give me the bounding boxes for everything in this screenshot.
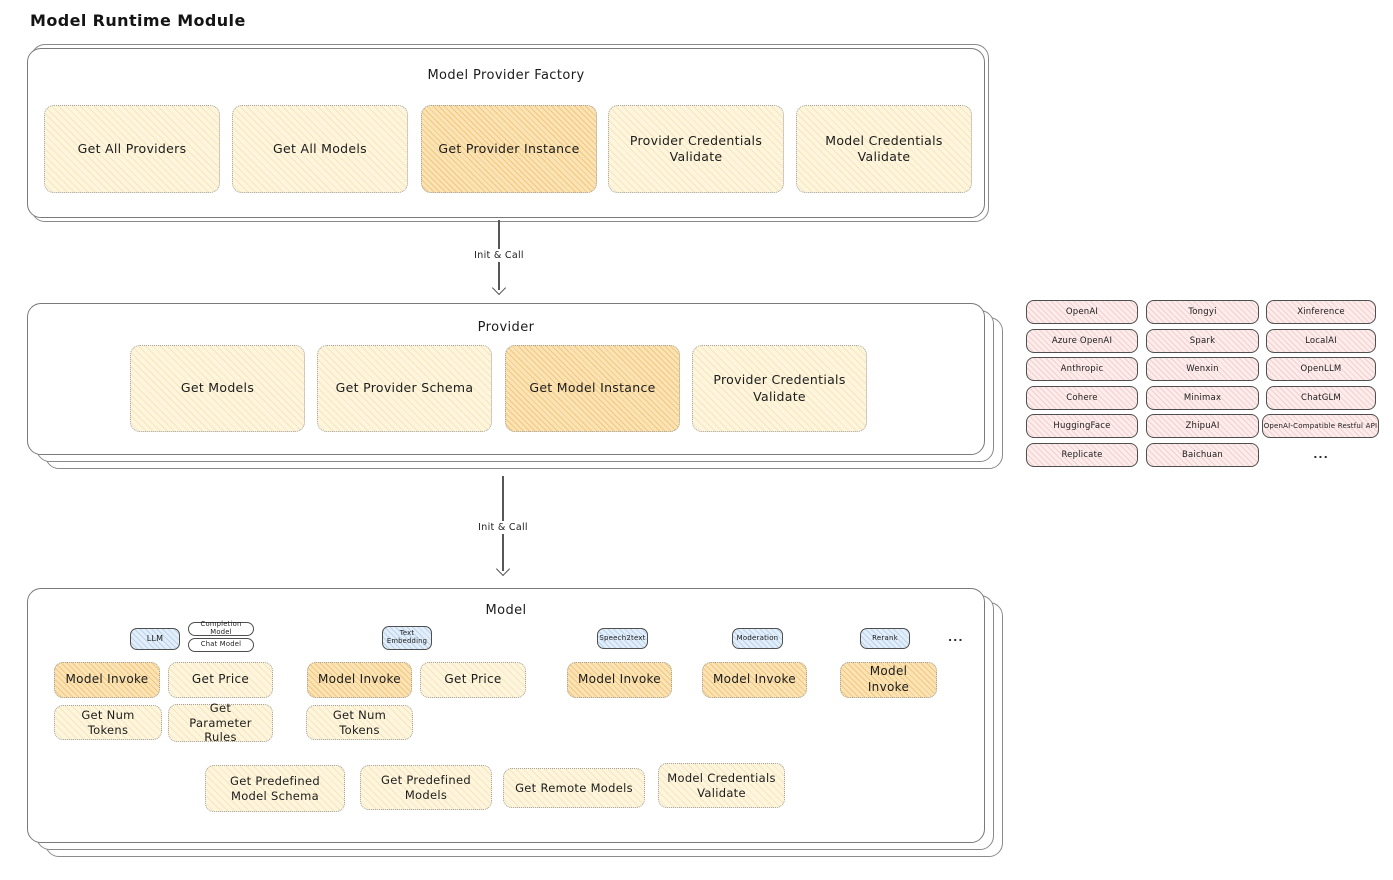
model-method-get-predefined-model-schema: Get Predefined Model Schema	[205, 765, 345, 812]
model-method-invoke-llm: Model Invoke	[54, 662, 160, 698]
model-method-invoke-speech2text: Model Invoke	[567, 662, 672, 698]
factory-method-get-all-models: Get All Models	[232, 105, 408, 193]
factory-method-provider-credentials-validate: Provider Credentials Validate	[608, 105, 784, 193]
arrow-head-provider-to-model-icon	[495, 561, 511, 577]
provider-chip-openai-compatible-restful-api: OpenAI-Compatible Restful API	[1262, 414, 1379, 438]
tag-text-embedding: Text Embedding	[382, 626, 432, 650]
provider-chip-tongyi: Tongyi	[1146, 300, 1259, 324]
model-method-get-num-tokens-text-embedding: Get Num Tokens	[306, 705, 413, 740]
model-method-get-price-llm: Get Price	[168, 662, 273, 698]
provider-chip-openllm: OpenLLM	[1266, 357, 1376, 381]
tag-llm: LLM	[130, 628, 180, 650]
factory-method-get-provider-instance: Get Provider Instance	[421, 105, 597, 193]
factory-method-get-all-providers: Get All Providers	[44, 105, 220, 193]
provider-chip-localai: LocalAI	[1266, 329, 1376, 353]
model-method-model-credentials-validate: Model Credentials Validate	[658, 763, 785, 808]
provider-chip-huggingface: HuggingFace	[1026, 414, 1138, 438]
provider-chip-baichuan: Baichuan	[1146, 443, 1259, 467]
provider-list-ellipsis: ...	[1313, 448, 1329, 461]
provider-method-get-models: Get Models	[130, 345, 305, 432]
model-method-get-parameter-rules: Get Parameter Rules	[168, 701, 273, 744]
provider-chip-chatglm: ChatGLM	[1266, 386, 1376, 410]
provider-chip-wenxin: Wenxin	[1146, 357, 1259, 381]
model-method-invoke-rerank: Model Invoke	[840, 662, 937, 698]
provider-chip-openai: OpenAI	[1026, 300, 1138, 324]
model-method-get-predefined-models: Get Predefined Models	[360, 765, 492, 810]
provider-method-get-provider-schema: Get Provider Schema	[317, 345, 492, 432]
provider-chip-zhipuai: ZhipuAI	[1146, 414, 1259, 438]
tag-chat-model: Chat Model	[188, 638, 254, 652]
provider-chip-anthropic: Anthropic	[1026, 357, 1138, 381]
arrow-head-factory-to-provider-icon	[491, 280, 507, 296]
model-method-get-price-text-embedding: Get Price	[420, 662, 526, 698]
provider-chip-xinference: Xinference	[1266, 300, 1376, 324]
provider-chip-replicate: Replicate	[1026, 443, 1138, 467]
tag-completion-model: Completion Model	[188, 620, 254, 636]
provider-title: Provider	[477, 320, 535, 335]
factory-title: Model Provider Factory	[427, 68, 585, 83]
tag-moderation: Moderation	[732, 628, 783, 649]
model-method-invoke-text-embedding: Model Invoke	[307, 662, 412, 698]
provider-method-get-model-instance: Get Model Instance	[505, 345, 680, 432]
model-method-get-remote-models: Get Remote Models	[503, 768, 645, 808]
provider-chip-spark: Spark	[1146, 329, 1259, 353]
model-title: Model	[485, 603, 527, 618]
tag-speech2text: Speech2text	[597, 628, 648, 649]
provider-chip-azure-openai: Azure OpenAI	[1026, 329, 1138, 353]
provider-method-provider-credentials-validate: Provider Credentials Validate	[692, 345, 867, 432]
page-title: Model Runtime Module	[30, 11, 246, 30]
arrow-label-init-call-1: Init & Call	[466, 249, 532, 262]
model-method-get-num-tokens-llm: Get Num Tokens	[54, 705, 162, 740]
factory-method-model-credentials-validate: Model Credentials Validate	[796, 105, 972, 193]
provider-chip-minimax: Minimax	[1146, 386, 1259, 410]
arrow-label-init-call-2: Init & Call	[470, 521, 536, 534]
model-tags-ellipsis: ...	[948, 631, 964, 644]
model-method-invoke-moderation: Model Invoke	[702, 662, 807, 698]
tag-rerank: Rerank	[860, 628, 910, 649]
provider-chip-cohere: Cohere	[1026, 386, 1138, 410]
